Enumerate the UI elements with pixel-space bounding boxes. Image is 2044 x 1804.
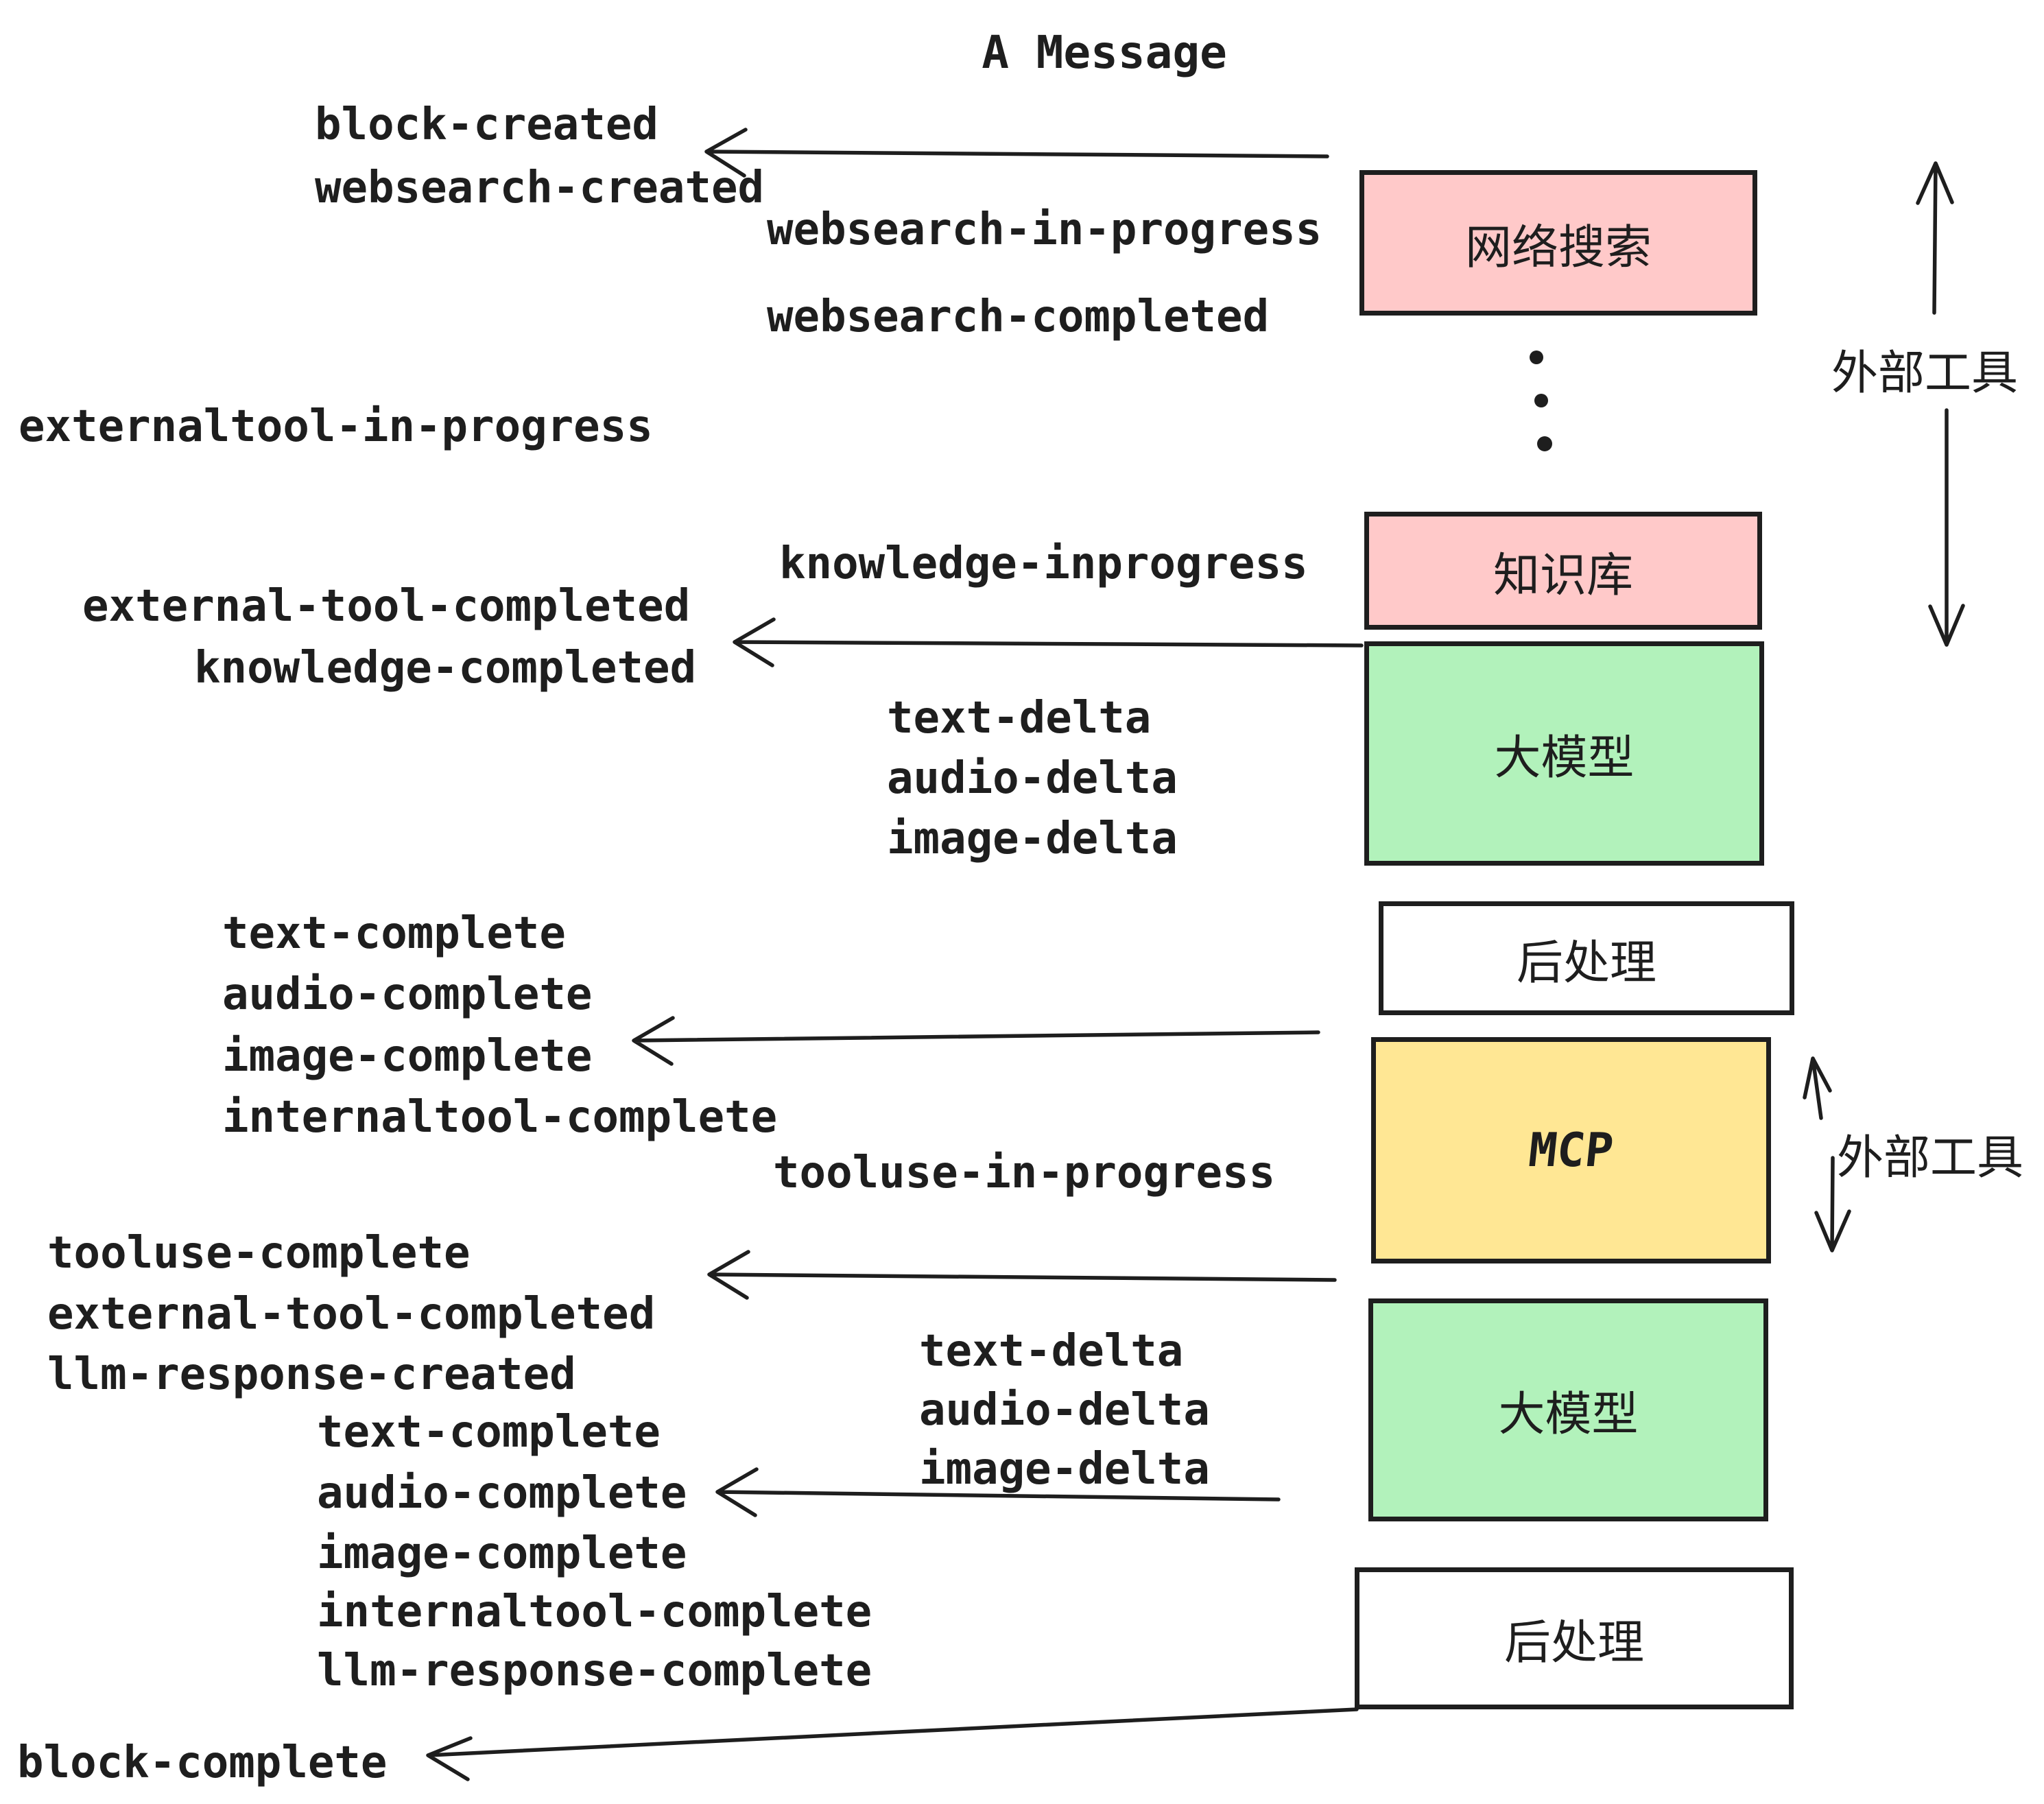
event-block-created: block-created — [315, 99, 658, 150]
event-text-delta-1: text-delta — [887, 693, 1152, 744]
event-audio-delta-2: audio-delta — [919, 1385, 1210, 1436]
box-knowledge: 知识库 — [1364, 512, 1762, 630]
box-knowledge-label: 知识库 — [1493, 548, 1633, 603]
down-arrow-external-tools-top-icon — [1928, 408, 1965, 647]
box-postprocess-2: 后处理 — [1355, 1567, 1794, 1709]
box-llm-1-label: 大模型 — [1494, 731, 1635, 785]
box-llm-2-label: 大模型 — [1498, 1388, 1639, 1442]
event-block-complete: block-complete — [17, 1737, 388, 1788]
event-audio-complete-1: audio-complete — [222, 969, 593, 1020]
event-text-complete-2: text-complete — [317, 1407, 661, 1458]
event-image-delta-1: image-delta — [887, 814, 1178, 864]
arrow-left-image-complete-icon — [632, 1016, 1320, 1066]
event-image-delta-2: image-delta — [919, 1444, 1210, 1495]
event-llm-response-created: llm-response-created — [47, 1349, 576, 1400]
event-tooluse-in-progress: tooluse-in-progress — [773, 1148, 1276, 1198]
event-internaltool-complete-2: internaltool-complete — [317, 1587, 872, 1637]
event-image-complete-1: image-complete — [222, 1031, 593, 1082]
event-audio-delta-1: audio-delta — [887, 753, 1178, 804]
event-websearch-completed: websearch-completed — [767, 292, 1270, 342]
event-external-tool-completed-2: external-tool-completed — [47, 1289, 656, 1340]
box-postprocess-2-label: 后处理 — [1504, 1616, 1644, 1670]
event-external-tool-completed: external-tool-completed — [82, 581, 691, 632]
box-websearch: 网络搜索 — [1359, 170, 1757, 316]
box-mcp: MCP — [1371, 1037, 1771, 1263]
event-image-complete-2: image-complete — [317, 1528, 687, 1579]
box-llm-2: 大模型 — [1368, 1298, 1768, 1521]
event-knowledge-inprogress: knowledge-inprogress — [779, 538, 1308, 589]
event-knowledge-completed: knowledge-completed — [194, 643, 697, 693]
arrow-left-tooluse-complete-icon — [707, 1250, 1337, 1300]
up-arrow-external-tools-top-icon — [1916, 161, 1954, 315]
event-internaltool-complete-1: internaltool-complete — [222, 1092, 778, 1143]
arrow-left-knowledge-completed-icon — [733, 617, 1364, 667]
event-text-complete-1: text-complete — [222, 908, 566, 959]
event-tooluse-complete: tooluse-complete — [47, 1228, 471, 1279]
diagram-title: A Message — [982, 26, 1227, 79]
external-tools-label-bottom: 外部工具 — [1837, 1131, 2024, 1185]
event-audio-complete-2: audio-complete — [317, 1468, 687, 1519]
box-websearch-label: 网络搜索 — [1464, 220, 1652, 275]
event-text-delta-2: text-delta — [919, 1326, 1184, 1377]
vertical-dots-icon — [1530, 351, 1552, 451]
external-tools-label-top: 外部工具 — [1831, 346, 2019, 401]
box-postprocess-1-label: 后处理 — [1516, 936, 1656, 990]
event-websearch-created: websearch-created — [315, 163, 765, 213]
arrow-left-block-complete-icon — [426, 1707, 1359, 1781]
event-llm-response-complete: llm-response-complete — [317, 1646, 872, 1696]
box-postprocess-1: 后处理 — [1379, 901, 1794, 1015]
event-externaltool-in-progress: externaltool-in-progress — [19, 401, 653, 452]
box-mcp-label: MCP — [1525, 1123, 1617, 1178]
event-websearch-in-progress: websearch-in-progress — [767, 204, 1322, 255]
box-llm-1: 大模型 — [1364, 641, 1764, 866]
arrow-left-websearch-created-icon — [704, 128, 1329, 178]
up-arrow-external-tools-bottom-icon — [1803, 1056, 1832, 1120]
